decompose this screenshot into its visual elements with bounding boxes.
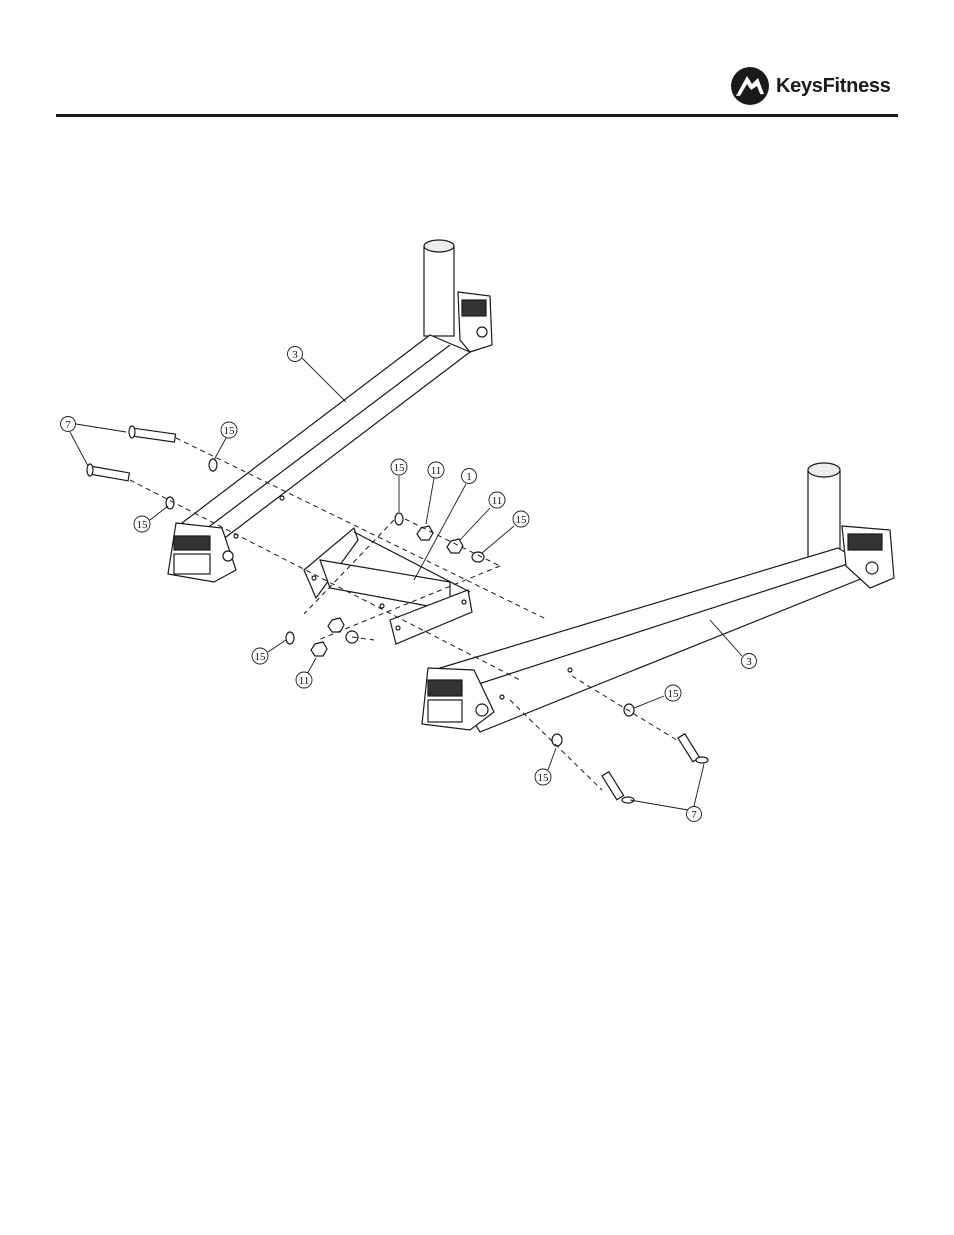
- svg-text:11: 11: [492, 495, 503, 507]
- svg-text:3: 3: [292, 349, 298, 361]
- svg-text:15: 15: [224, 425, 236, 437]
- svg-text:15: 15: [255, 651, 267, 663]
- callout-7-right: 7: [687, 807, 702, 822]
- callout-15-g: 15: [535, 769, 551, 785]
- svg-text:15: 15: [394, 462, 406, 474]
- svg-text:7: 7: [65, 419, 71, 431]
- callout-15-f: 15: [665, 685, 681, 701]
- callout-1: 1: [462, 469, 477, 484]
- callout-15-b: 15: [134, 516, 150, 532]
- callout-11-a: 11: [428, 462, 444, 478]
- svg-text:11: 11: [431, 465, 442, 477]
- bolt-upper-2: [87, 464, 129, 481]
- stabilizer-tube-upper: [168, 240, 492, 582]
- callout-15-d: 15: [513, 511, 529, 527]
- callout-11-b: 11: [489, 492, 505, 508]
- bolt-lower-1: [678, 734, 708, 763]
- svg-text:15: 15: [137, 519, 149, 531]
- callout-3-top: 3: [288, 347, 303, 362]
- svg-text:11: 11: [299, 675, 310, 687]
- bolt-upper-1: [129, 426, 176, 442]
- callout-15-c: 15: [391, 459, 407, 475]
- svg-text:3: 3: [746, 656, 752, 668]
- svg-text:15: 15: [516, 514, 528, 526]
- svg-text:1: 1: [466, 471, 472, 483]
- svg-text:15: 15: [538, 772, 550, 784]
- callout-7-left: 7: [61, 417, 76, 432]
- svg-text:7: 7: [691, 809, 697, 821]
- callout-11-c: 11: [296, 672, 312, 688]
- svg-text:15: 15: [668, 688, 680, 700]
- bolt-lower-2: [602, 772, 634, 803]
- callout-15-a: 15: [221, 422, 237, 438]
- callout-15-e: 15: [252, 648, 268, 664]
- callout-3-bottom: 3: [742, 654, 757, 669]
